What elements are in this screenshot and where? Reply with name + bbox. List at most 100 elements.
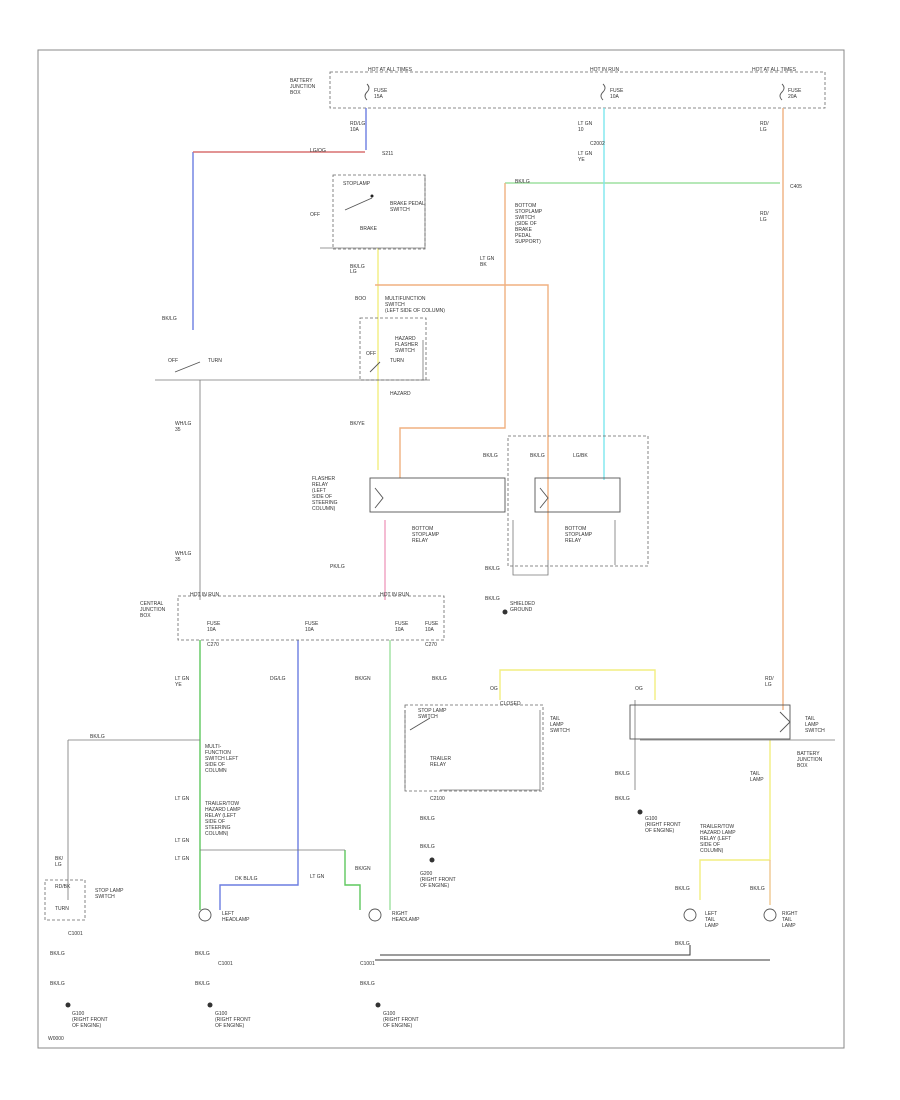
- svg-text:OF ENGINE): OF ENGINE): [383, 1023, 413, 1029]
- svg-text:WH/LG: WH/LG: [175, 551, 192, 557]
- svg-text:(RIGHT FRONT: (RIGHT FRONT: [645, 822, 681, 828]
- svg-text:LT GN: LT GN: [175, 838, 190, 844]
- svg-text:35: 35: [175, 427, 181, 433]
- svg-text:BK/LG: BK/LG: [350, 264, 365, 270]
- turn-signal-relays: FLASHER RELAY (LEFT SIDE OF STEERING COL…: [312, 435, 649, 615]
- svg-text:G100: G100: [215, 1011, 227, 1017]
- svg-text:RELAY: RELAY: [430, 762, 447, 768]
- svg-text:BOTTOM: BOTTOM: [565, 526, 586, 532]
- svg-text:BATTERY: BATTERY: [290, 78, 313, 84]
- svg-text:BOX: BOX: [290, 90, 301, 96]
- svg-text:BATTERY: BATTERY: [797, 751, 820, 757]
- svg-text:RD/BK: RD/BK: [55, 884, 71, 890]
- svg-text:FUSE: FUSE: [305, 621, 319, 627]
- svg-text:SUPPORT): SUPPORT): [515, 239, 541, 245]
- svg-text:COLUMN): COLUMN): [312, 506, 336, 512]
- svg-text:SWITCH LEFT: SWITCH LEFT: [205, 756, 238, 762]
- svg-text:CENTRAL: CENTRAL: [140, 601, 164, 607]
- svg-text:G200: G200: [420, 871, 432, 877]
- svg-text:HAZARD LAMP: HAZARD LAMP: [700, 830, 736, 836]
- wire-green-vert: [399, 183, 506, 478]
- svg-text:RELAY: RELAY: [412, 538, 429, 544]
- svg-text:SWITCH: SWITCH: [550, 728, 570, 734]
- svg-text:LG: LG: [760, 217, 767, 223]
- svg-text:SWITCH: SWITCH: [395, 348, 415, 354]
- svg-text:TAIL: TAIL: [705, 917, 715, 923]
- svg-text:BK/LG: BK/LG: [485, 596, 500, 602]
- svg-text:BK/LG: BK/LG: [90, 734, 105, 740]
- svg-text:CLOSED: CLOSED: [500, 701, 521, 707]
- svg-text:SWITCH: SWITCH: [515, 215, 535, 221]
- svg-text:PK/LG: PK/LG: [330, 564, 345, 570]
- svg-text:BK/LG: BK/LG: [675, 886, 690, 892]
- svg-text:DG/LG: DG/LG: [270, 676, 286, 682]
- svg-text:LEFT: LEFT: [222, 911, 234, 917]
- svg-text:JUNCTION: JUNCTION: [140, 607, 166, 613]
- svg-text:SIDE OF: SIDE OF: [205, 819, 225, 825]
- svg-text:OF ENGINE): OF ENGINE): [420, 883, 450, 889]
- right-side-labels: LT GN 10 C2002 LT GN YE RD/ LG C405 RD/ …: [480, 121, 802, 692]
- svg-text:35: 35: [175, 557, 181, 563]
- svg-text:C1001: C1001: [360, 961, 375, 967]
- svg-text:SWITCH: SWITCH: [805, 728, 825, 734]
- svg-text:C405: C405: [790, 184, 802, 190]
- svg-text:COLUMN): COLUMN): [700, 848, 724, 854]
- left-labels: RD/LG 10A LG/OG S211 BK/LG BK/LG LG WH/L…: [162, 121, 394, 563]
- upper-switches: STOPLAMP BRAKE PEDAL SWITCH OFF BRAKE BO…: [168, 174, 445, 397]
- svg-text:BK/GN: BK/GN: [355, 866, 371, 872]
- svg-text:TRAILER/TOW: TRAILER/TOW: [700, 824, 734, 830]
- svg-text:BK/LG: BK/LG: [615, 796, 630, 802]
- svg-text:SWITCH: SWITCH: [390, 207, 410, 213]
- svg-text:FUSE: FUSE: [374, 88, 388, 94]
- svg-text:FLASHER: FLASHER: [312, 476, 335, 482]
- svg-text:DK BL/LG: DK BL/LG: [235, 876, 258, 882]
- svg-text:G100: G100: [72, 1011, 84, 1017]
- svg-text:LAMP: LAMP: [805, 722, 819, 728]
- svg-text:BK/LG: BK/LG: [195, 981, 210, 987]
- svg-text:BOTTOM: BOTTOM: [412, 526, 433, 532]
- svg-text:C270: C270: [425, 642, 437, 648]
- svg-text:LT GN: LT GN: [310, 874, 325, 880]
- center-junction-box: CENTRAL JUNCTION BOX HOT IN RUN HOT IN R…: [140, 592, 445, 648]
- svg-text:10: 10: [578, 127, 584, 133]
- svg-text:OFF: OFF: [168, 358, 178, 364]
- svg-text:FUSE: FUSE: [395, 621, 409, 627]
- svg-text:BOO: BOO: [355, 296, 366, 302]
- svg-text:BOTTOM: BOTTOM: [515, 203, 536, 209]
- svg-text:BK/LG: BK/LG: [515, 179, 530, 185]
- svg-text:LT GN: LT GN: [578, 121, 593, 127]
- svg-text:FLASHER: FLASHER: [395, 342, 418, 348]
- lower-lamps: STOP LAMP SWITCH RD/BK TURN LEFT HEADLAM…: [44, 879, 420, 1029]
- svg-text:HAZARD: HAZARD: [390, 391, 411, 397]
- svg-text:(LEFT SIDE OF COLUMN): (LEFT SIDE OF COLUMN): [385, 308, 445, 314]
- svg-text:LG: LG: [350, 269, 357, 275]
- svg-text:C2002: C2002: [590, 141, 605, 147]
- svg-text:WH/LG: WH/LG: [175, 421, 192, 427]
- lower-middle-switch: STOP LAMP SWITCH CLOSED TAIL LAMP SWITCH…: [404, 701, 570, 889]
- svg-text:LAMP: LAMP: [705, 923, 719, 929]
- svg-text:LT GN: LT GN: [175, 796, 190, 802]
- svg-text:BK: BK: [480, 262, 487, 268]
- svg-text:STEERING: STEERING: [312, 500, 338, 506]
- svg-text:YE: YE: [175, 682, 182, 688]
- svg-text:SWITCH: SWITCH: [95, 894, 115, 900]
- svg-text:TAIL: TAIL: [550, 716, 560, 722]
- svg-text:MULTI-: MULTI-: [205, 744, 222, 750]
- svg-text:LEFT: LEFT: [705, 911, 717, 917]
- top-fuse-box: BATTERY JUNCTION BOX HOT AT ALL TIMES HO…: [290, 67, 826, 109]
- svg-text:COLUMN: COLUMN: [205, 768, 227, 774]
- svg-text:JUNCTION: JUNCTION: [290, 84, 316, 90]
- svg-text:BK/LG: BK/LG: [483, 453, 498, 459]
- svg-text:BK/LG: BK/LG: [50, 981, 65, 987]
- svg-text:15A: 15A: [374, 94, 384, 100]
- svg-text:TAIL: TAIL: [750, 771, 760, 777]
- svg-text:TAIL: TAIL: [782, 917, 792, 923]
- svg-text:OFF: OFF: [310, 212, 320, 218]
- svg-text:BK/LG: BK/LG: [615, 771, 630, 777]
- svg-text:RD/: RD/: [760, 121, 769, 127]
- svg-text:(RIGHT FRONT: (RIGHT FRONT: [215, 1017, 251, 1023]
- svg-text:BK/LG: BK/LG: [195, 951, 210, 957]
- svg-text:LAMP: LAMP: [750, 777, 764, 783]
- svg-text:OF ENGINE): OF ENGINE): [72, 1023, 102, 1029]
- svg-text:BK/LG: BK/LG: [485, 566, 500, 572]
